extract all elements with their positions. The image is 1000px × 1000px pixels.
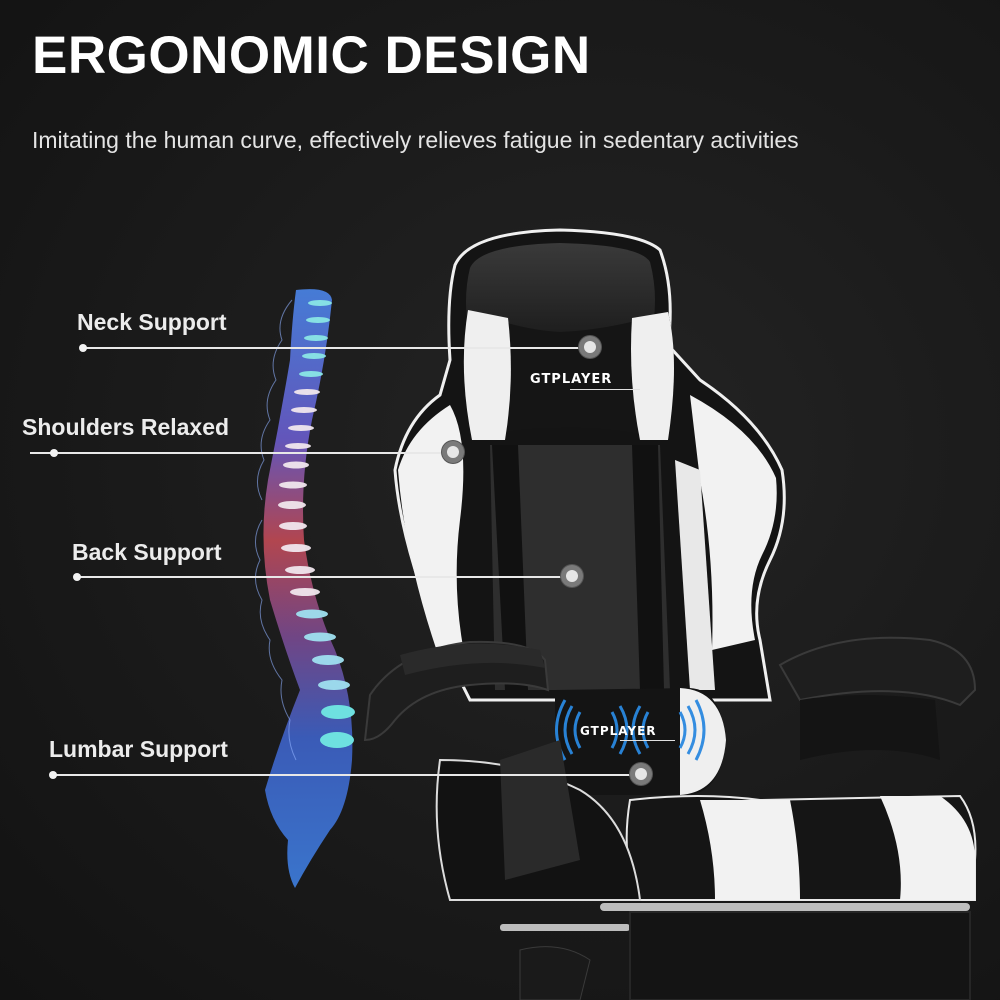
hotspot-lumbar-icon[interactable] <box>630 763 652 785</box>
callout-label-lumbar-support: Lumbar Support <box>49 736 228 762</box>
spine-illustration-icon <box>255 289 355 889</box>
lumbar-pillow <box>555 688 726 795</box>
leader-endpoint-dot <box>79 344 87 352</box>
page-subtitle: Imitating the human curve, effectively r… <box>32 127 799 153</box>
hotspot-neck-icon[interactable] <box>579 336 601 358</box>
page-title: ERGONOMIC DESIGN <box>32 26 591 85</box>
left-armrest <box>363 640 550 742</box>
callout-leader-shoulders <box>30 449 445 457</box>
footrest <box>500 903 971 1000</box>
callout-label-back-support: Back Support <box>72 539 222 565</box>
hotspot-shoulders-icon[interactable] <box>442 441 464 463</box>
chair-backrest <box>393 228 786 702</box>
brand-logo-headrest: GTPLAYER <box>530 372 613 387</box>
brand-logo-underline <box>620 740 675 741</box>
leader-endpoint-dot <box>73 573 81 581</box>
leader-endpoint-dot <box>50 449 58 457</box>
brand-logo-lumbar: GTPLAYER <box>580 724 657 738</box>
leader-endpoint-dot <box>49 771 57 779</box>
neck-pillow <box>463 310 674 440</box>
hotspot-back-icon[interactable] <box>561 565 583 587</box>
callout-leader-lumbar <box>49 771 632 779</box>
callout-leader-neck <box>79 344 582 352</box>
callout-label-shoulders-relaxed: Shoulders Relaxed <box>22 414 230 440</box>
brand-logo-underline <box>570 389 640 390</box>
callout-leader-back <box>73 573 564 581</box>
callout-label-neck-support: Neck Support <box>77 309 227 335</box>
right-armrest <box>778 636 977 760</box>
